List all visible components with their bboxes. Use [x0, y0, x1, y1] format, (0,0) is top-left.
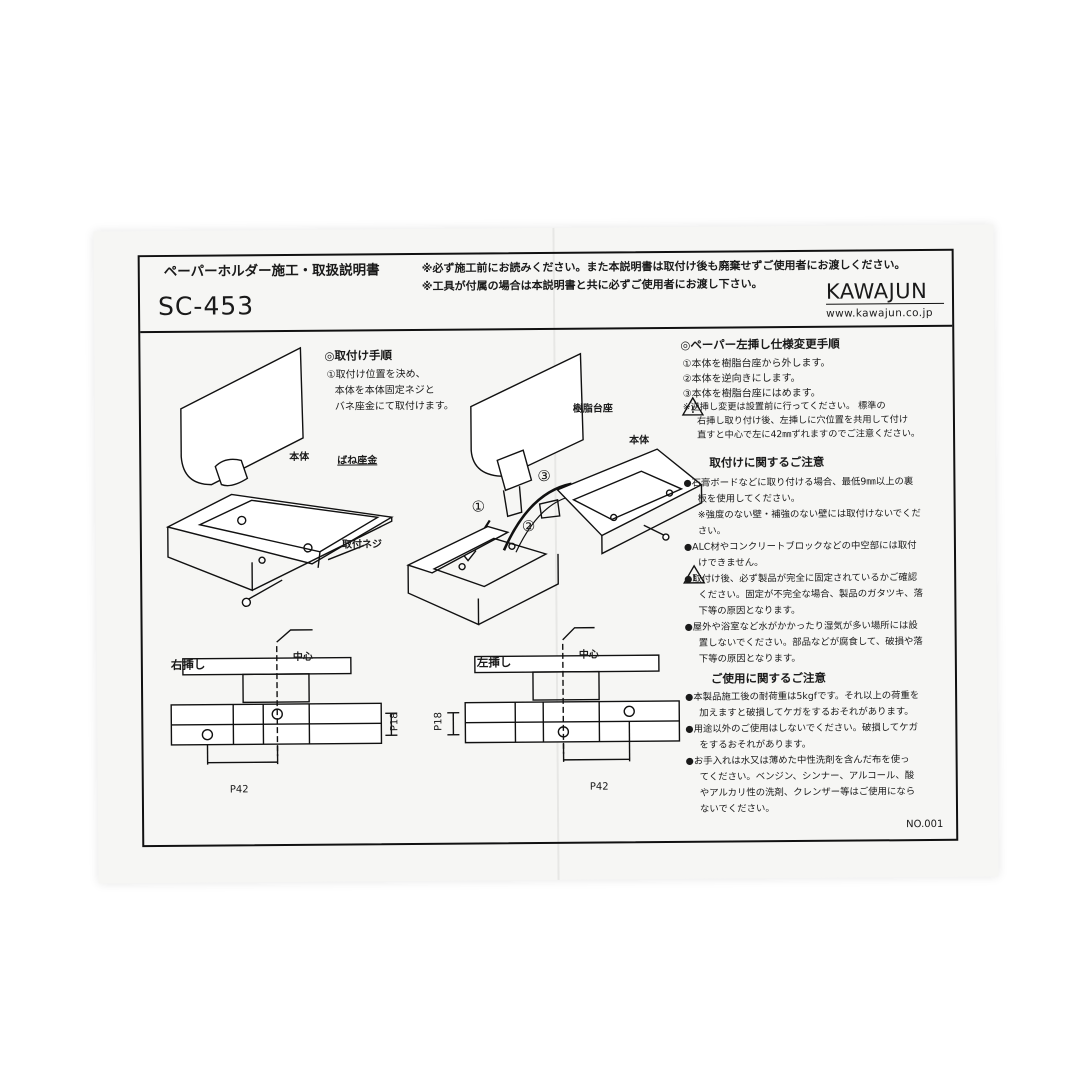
install-caution-line: ●石膏ボードなどに取り付ける場合、最低9㎜以上の裏	[683, 476, 914, 489]
change-line: ※逆挿し変更は設置前に行ってください。 標準の	[682, 400, 886, 413]
install-caution-line: 下等の原因となります。	[698, 653, 801, 665]
p42-left: P42	[589, 781, 609, 793]
left-insert-plan-drawing	[447, 626, 681, 762]
install-caution-line: ください。固定が不完全な場合、製品のガタツキ、落	[698, 588, 924, 601]
right-insert-label: 右挿し	[170, 657, 206, 672]
use-caution-line: ないでください。	[699, 803, 775, 815]
install-caution-heading: 取付けに関するご注意	[709, 454, 825, 470]
change-line: ②本体を逆向きにします。	[682, 372, 801, 385]
change-line: 右挿し取り付け後、左挿しに穴位置を共用して付け	[696, 414, 909, 427]
install-heading: ◎取付け手順	[324, 348, 393, 363]
install-caution-line: ●ALC材やコンクリートブロックなどの中空部には取付	[683, 540, 917, 553]
install-caution-line: けできません。	[698, 557, 764, 569]
use-caution-heading: ご使用に関するご注意	[710, 670, 827, 686]
center-label-right: 中心	[292, 651, 313, 663]
use-caution-line: てください。ベンジン、シンナー、アルコール、酸	[699, 770, 915, 783]
use-caution-line: ●本製品施工後の耐荷重は5kgfです。それ以上の荷重を	[685, 690, 920, 703]
body-label-2: 本体	[629, 435, 650, 447]
warning-icon	[681, 396, 705, 416]
exploded-holder-drawing	[406, 352, 703, 626]
install-step-line: バネ座金にて取付けます。	[334, 400, 454, 413]
use-caution-line: をするおそれがあります。	[699, 738, 812, 751]
install-caution-line: さい。	[697, 525, 727, 537]
use-caution-line: ●用途以外のご使用はしないでください。破損してケガ	[685, 722, 919, 735]
mounting-screw-label: 取付ネジ	[341, 539, 382, 551]
document-number: NO.001	[906, 818, 944, 831]
illustrations: ! !	[165, 346, 706, 765]
center-label-left: 中心	[578, 649, 599, 661]
use-caution-line: やアルカリ性の洗剤、クレンザー等はご使用になら	[699, 786, 916, 799]
install-caution-line: 置しないでください。部品などが腐食して、破損や落	[698, 636, 923, 649]
left-insert-label: 左挿し	[476, 655, 512, 670]
install-caution-line: 下等の原因となります。	[698, 605, 801, 617]
step-number-1: ①	[471, 497, 486, 516]
assembled-holder-drawing	[165, 346, 394, 608]
install-caution-line: ※強度のない壁・補強のない壁には取付けないでくだ	[697, 508, 921, 521]
step-number-3: ③	[537, 466, 551, 486]
change-line: ③本体を樹脂台座にはめます。	[682, 387, 821, 400]
change-line: 直すと中心で左に42㎜ずれますのでご注意ください。	[697, 428, 921, 441]
use-caution-line: ●お手入れは水又は薄めた中性洗剤を含んだ布を使っ	[685, 754, 910, 767]
install-caution-line: ●取付け後、必ず製品が完全に固定されているかご確認	[684, 572, 918, 585]
install-caution-line: ●屋外や浴室など水がかかったり湿気が多い場所には設	[684, 620, 918, 633]
use-caution-line: 加えますと破損してケガをするおそれがあります。	[699, 706, 914, 719]
p42-right: P42	[229, 784, 249, 796]
p18-right: P18	[389, 712, 401, 732]
install-caution-line: 板を使用してください。	[697, 493, 801, 505]
step-number-2: ②	[521, 517, 536, 536]
body-label: 本体	[289, 451, 310, 464]
resin-base-label: 樹脂台座	[572, 403, 613, 415]
right-insert-plan-drawing	[170, 629, 398, 765]
warning-icon	[683, 564, 706, 584]
sheet-frame: ペーパーホルダー施工・取扱説明書 SC-453 ※必ず施工前にお読みください。ま…	[137, 248, 959, 848]
instruction-sheet: ペーパーホルダー施工・取扱説明書 SC-453 ※必ず施工前にお読みください。ま…	[93, 224, 999, 884]
svg-text:!: !	[691, 406, 695, 416]
install-step-line: ①取付け位置を決め、	[326, 368, 426, 381]
change-line: ①本体を樹脂台座から外します。	[682, 357, 831, 370]
svg-text:!: !	[692, 574, 696, 584]
p18-left: P18	[433, 712, 445, 731]
change-heading: ◎ペーパー左挿し仕様変更手順	[680, 336, 840, 352]
install-step-line: 本体を本体固定ネジと	[334, 384, 435, 397]
spring-washer-label: ばね座金	[337, 455, 378, 467]
